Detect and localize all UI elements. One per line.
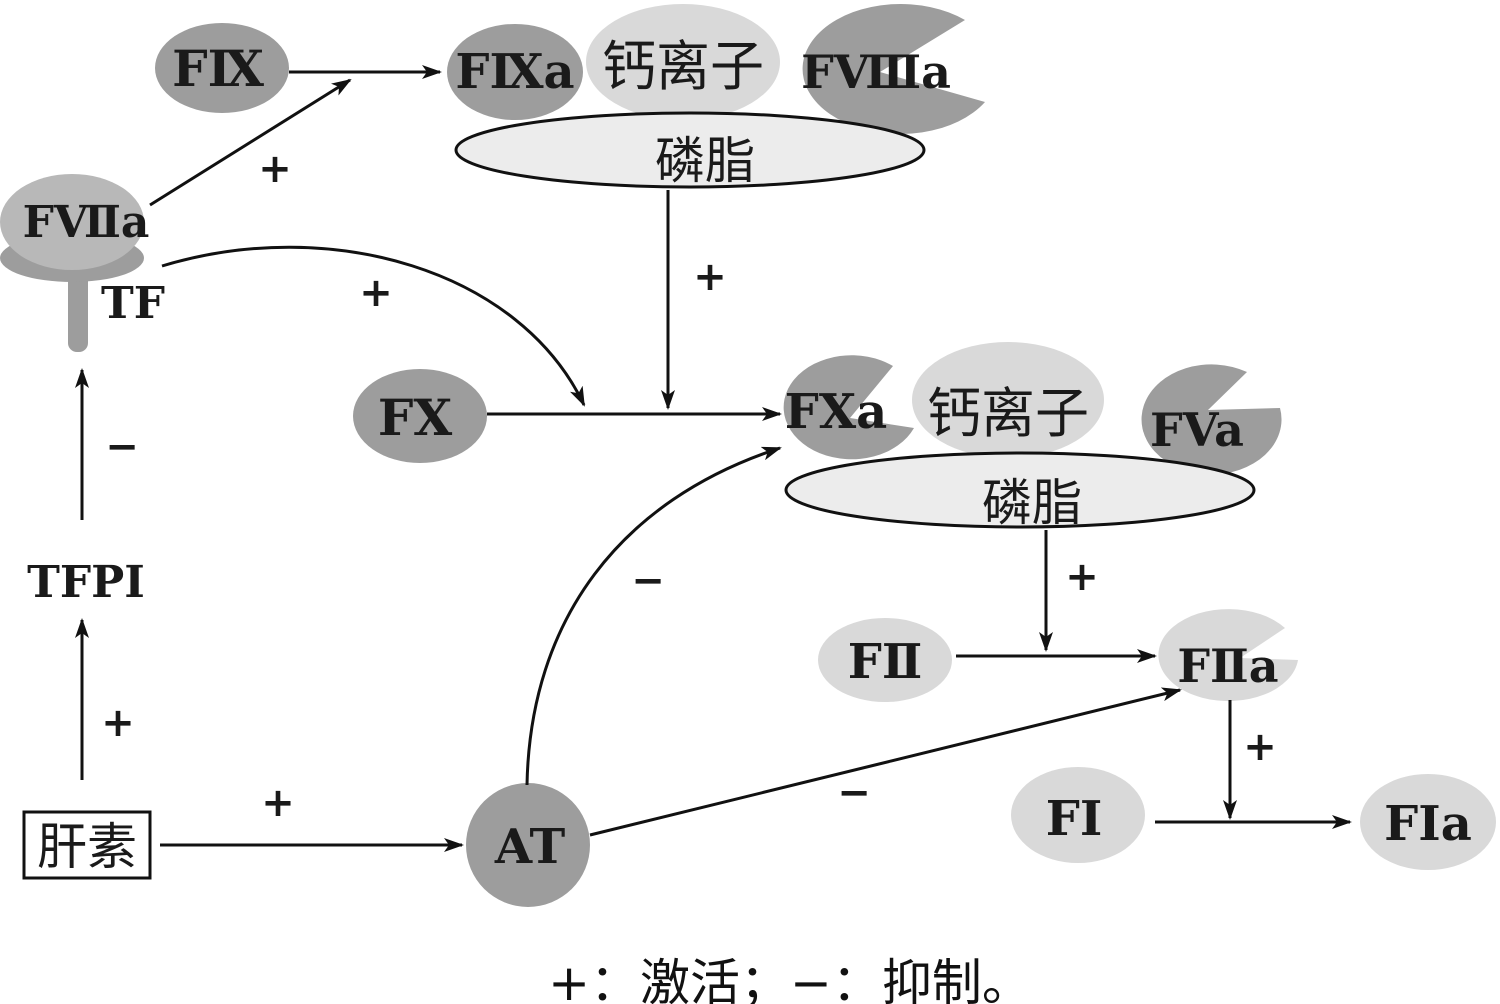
- sign-f2a-to-f1: +: [1243, 724, 1277, 770]
- at-label: AT: [494, 819, 566, 875]
- sign-top-complex-to-fx: +: [693, 254, 727, 300]
- sign-tf-to-fx: +: [359, 270, 393, 316]
- arrow-at-to-fxa: [525, 446, 782, 786]
- tf-label: TF: [101, 278, 165, 329]
- legend-text: +：激活；−：抑制。: [548, 954, 1032, 1004]
- f9a-node: [447, 24, 583, 120]
- phospholipid-top-node: [454, 111, 926, 189]
- phospholipid-mid-node: [784, 451, 1256, 529]
- f2a-node: [1158, 609, 1298, 702]
- f1a-node: [1360, 774, 1496, 870]
- f7a-label: FⅦa: [23, 197, 150, 248]
- f9a-label: FⅨa: [455, 44, 574, 100]
- calcium-ion-top-label: 钙离子: [602, 35, 764, 98]
- calcium-ion-top-node: [586, 4, 780, 120]
- fx-node: [353, 369, 487, 463]
- sign-at-to-fxa: −: [631, 558, 665, 604]
- arrow-f7a-to-f9: [149, 78, 352, 207]
- fva-label: FVa: [1150, 403, 1244, 457]
- calcium-ion-mid-node: [912, 342, 1104, 458]
- f1-label: FⅠ: [1046, 791, 1103, 847]
- at-node: [466, 783, 590, 907]
- sign-f7a-to-f9: +: [258, 146, 292, 192]
- fx-label: FX: [378, 388, 452, 447]
- calcium-ion-mid-label: 钙离子: [927, 382, 1089, 445]
- f9-node: [155, 23, 289, 113]
- f1-node: [1011, 767, 1145, 863]
- heparin-label: 肝素: [37, 818, 137, 876]
- sign-heparin-to-at: +: [261, 780, 295, 826]
- fxa-node: [783, 355, 914, 460]
- top-tenase-complex: FⅨa 钙离子 FⅧa 磷脂: [447, 3, 985, 190]
- f7a-node: [0, 174, 144, 270]
- sign-tfpi-to-tf: −: [105, 424, 139, 470]
- f7a-tf-complex: FⅦa TF: [0, 174, 165, 352]
- arrow-at-to-f2a: [589, 687, 1182, 837]
- sign-mid-complex-to-f2: +: [1065, 554, 1099, 600]
- fva-node: [1141, 364, 1282, 475]
- f2-node: [818, 618, 952, 702]
- f2-label: FⅡ: [848, 634, 923, 690]
- prothrombinase-complex: FXa 钙离子 FVa 磷脂: [783, 342, 1282, 532]
- phospholipid-top-label: 磷脂: [655, 132, 755, 190]
- tfpi-label: TFPI: [27, 557, 145, 608]
- f8a-label: FⅧa: [801, 45, 951, 99]
- f9-label: FⅨ: [172, 39, 264, 98]
- fxa-label: FXa: [785, 384, 887, 440]
- f8a-node: [802, 3, 985, 134]
- sign-heparin-to-tfpi: +: [101, 700, 135, 746]
- heparin-box: [22, 810, 152, 880]
- sign-at-to-f2a: −: [837, 770, 871, 816]
- f1a-label: FⅠa: [1384, 796, 1472, 852]
- f2a-label: FⅡa: [1177, 639, 1278, 693]
- arrow-tf-to-fx: [161, 245, 586, 407]
- phospholipid-mid-label: 磷脂: [982, 474, 1082, 532]
